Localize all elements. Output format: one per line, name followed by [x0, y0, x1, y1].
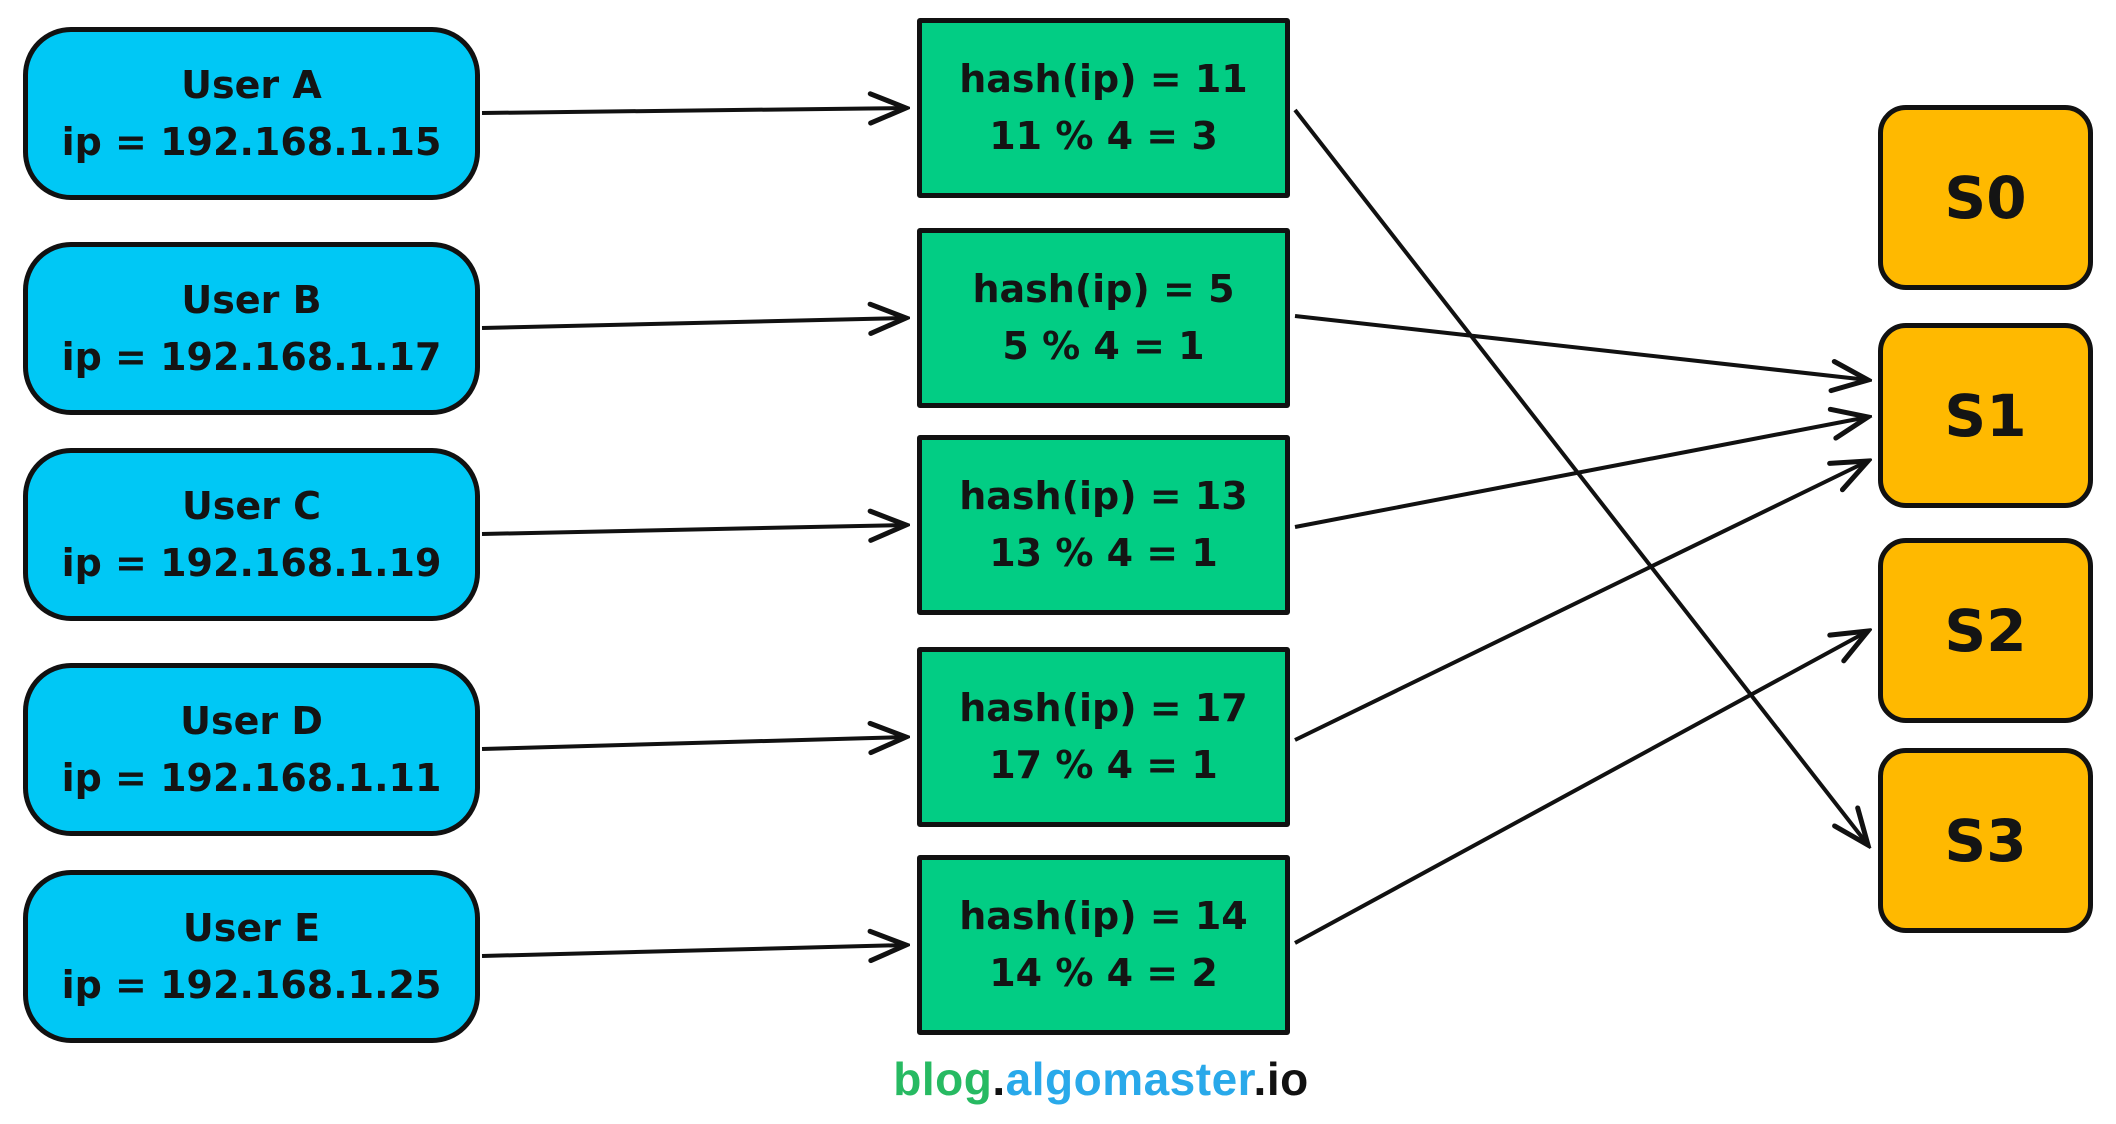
user-ip: ip = 192.168.1.17 [61, 334, 442, 379]
hash-node-5: hash(ip) = 5 5 % 4 = 1 [917, 228, 1290, 408]
watermark-footer: blog.algomaster.io [821, 1052, 1381, 1106]
user-label: User A [181, 62, 322, 107]
arrow-hash17-to-s1 [1294, 461, 1868, 742]
hash-node-14: hash(ip) = 14 14 % 4 = 2 [917, 855, 1290, 1035]
user-node-a: User A ip = 192.168.1.15 [23, 27, 480, 200]
arrow-hash13-to-s1 [1294, 417, 1868, 529]
arrow-user-c-to-hash13 [481, 525, 906, 534]
hash-node-17: hash(ip) = 17 17 % 4 = 1 [917, 647, 1290, 827]
server-node-s3: S3 [1878, 748, 2093, 933]
arrow-user-b-to-hash5 [481, 318, 906, 328]
arrow-hash11-to-s3 [1293, 108, 1868, 845]
arrow-hash5-to-s1 [1294, 314, 1868, 380]
server-node-s1: S1 [1878, 323, 2093, 508]
hash-line1: hash(ip) = 17 [959, 686, 1248, 730]
hash-line1: hash(ip) = 13 [959, 474, 1248, 518]
server-node-s2: S2 [1878, 538, 2093, 723]
user-label: User B [181, 277, 322, 322]
hash-node-13: hash(ip) = 13 13 % 4 = 1 [917, 435, 1290, 615]
hash-line1: hash(ip) = 14 [959, 894, 1248, 938]
server-label: S1 [1944, 381, 2027, 450]
arrow-user-d-to-hash17 [481, 737, 906, 749]
hash-line2: 11 % 4 = 3 [989, 114, 1218, 158]
hash-line2: 13 % 4 = 1 [989, 531, 1218, 575]
hash-line2: 5 % 4 = 1 [1002, 324, 1205, 368]
user-ip: ip = 192.168.1.15 [61, 119, 442, 164]
server-label: S0 [1944, 163, 2027, 232]
arrow-hash14-to-s2 [1294, 631, 1868, 945]
footer-dot: . [992, 1053, 1006, 1105]
user-node-d: User D ip = 192.168.1.11 [23, 663, 480, 836]
user-node-c: User C ip = 192.168.1.19 [23, 448, 480, 621]
user-label: User C [181, 483, 322, 528]
hash-line2: 17 % 4 = 1 [989, 743, 1218, 787]
user-ip: ip = 192.168.1.25 [61, 962, 442, 1007]
hash-line1: hash(ip) = 11 [959, 57, 1248, 101]
arrow-user-a-to-hash11 [481, 108, 906, 113]
hash-line2: 14 % 4 = 2 [989, 951, 1218, 995]
footer-blog-text: blog [893, 1053, 993, 1105]
server-label: S3 [1944, 806, 2027, 875]
hash-node-11: hash(ip) = 11 11 % 4 = 3 [917, 18, 1290, 198]
user-label: User D [180, 698, 323, 743]
user-node-e: User E ip = 192.168.1.25 [23, 870, 480, 1043]
user-node-b: User B ip = 192.168.1.17 [23, 242, 480, 415]
user-ip: ip = 192.168.1.11 [61, 755, 442, 800]
footer-algomaster-text: algomaster [1005, 1053, 1254, 1105]
hash-line1: hash(ip) = 5 [972, 267, 1235, 311]
server-node-s0: S0 [1878, 105, 2093, 290]
user-label: User E [182, 905, 321, 950]
user-ip: ip = 192.168.1.19 [61, 540, 442, 585]
arrow-user-e-to-hash14 [481, 945, 906, 956]
server-label: S2 [1944, 596, 2027, 665]
footer-io-text: .io [1253, 1053, 1309, 1105]
